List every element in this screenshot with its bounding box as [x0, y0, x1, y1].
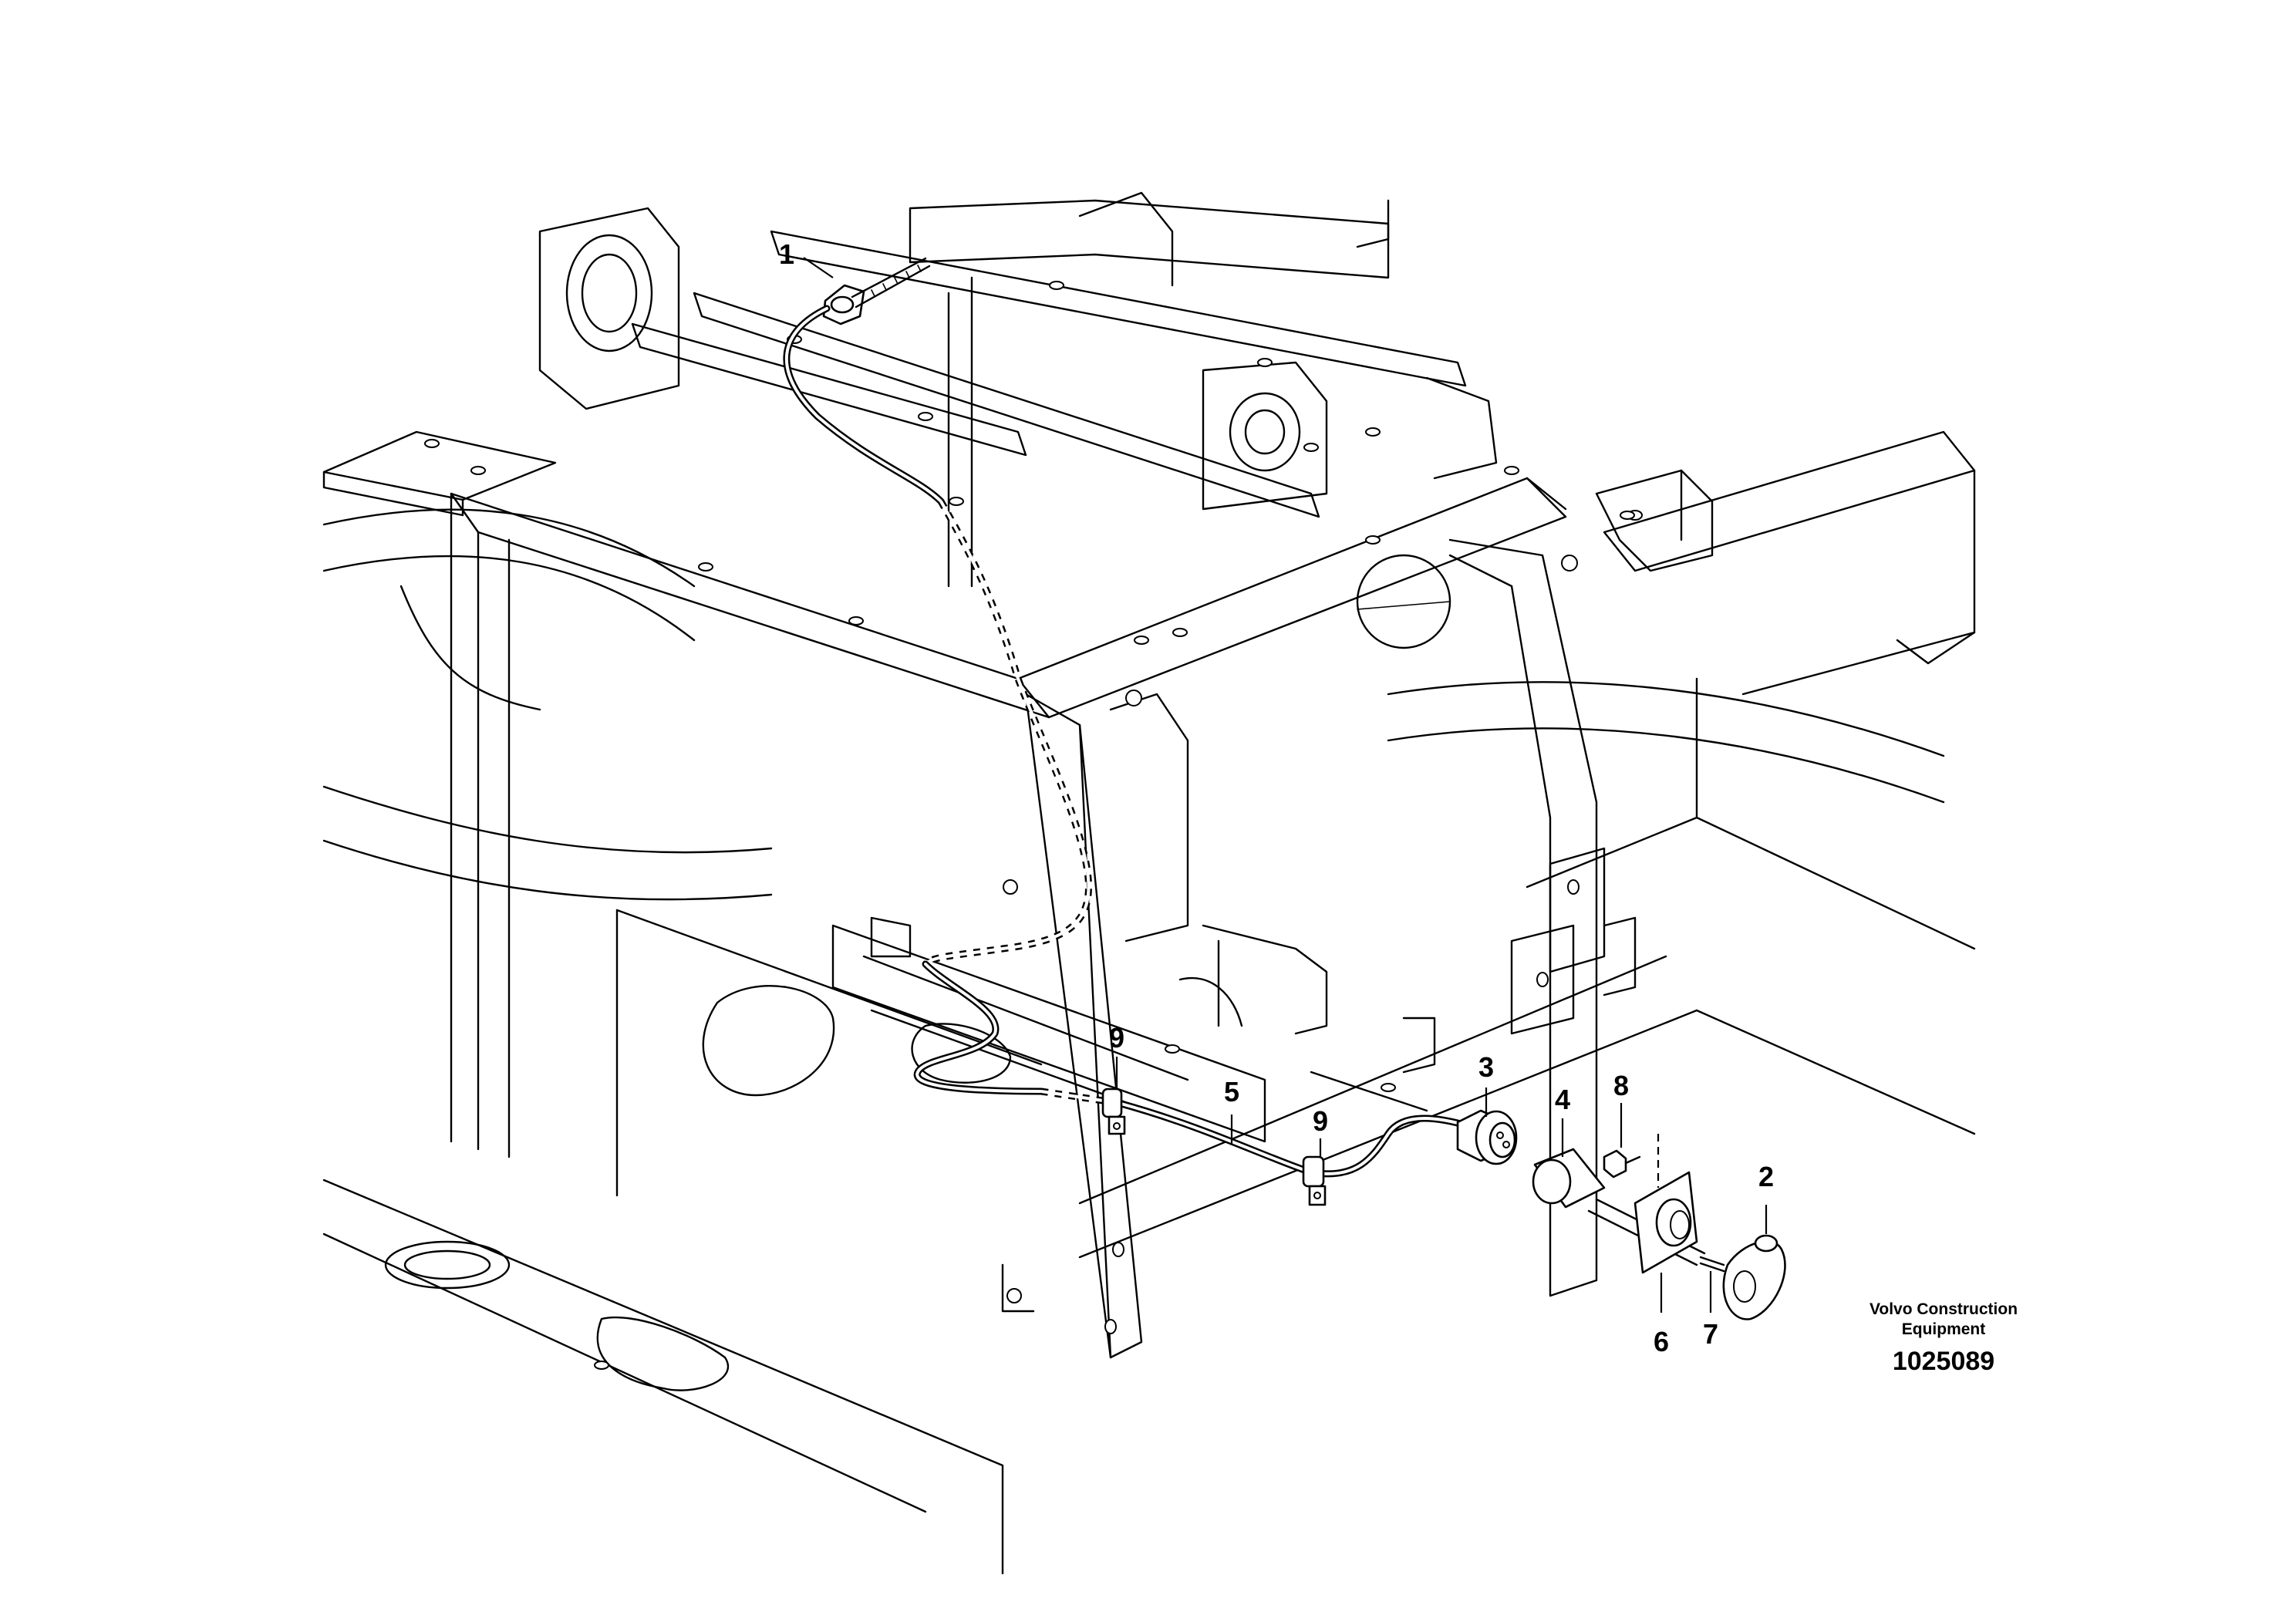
part-9-cable-clamp-right [1302, 1155, 1327, 1206]
callout-9b-label: 9 [1313, 1105, 1328, 1137]
part-7-pin [1699, 1256, 1725, 1273]
callout-8: 8 [1613, 1070, 1629, 1148]
callout-5: 5 [1224, 1076, 1239, 1145]
part-6-bracket-plate [1633, 1171, 1698, 1274]
callout-4-label: 4 [1555, 1084, 1570, 1115]
callout-3: 3 [1478, 1051, 1494, 1117]
callout-4: 4 [1555, 1084, 1570, 1157]
callout-8-label: 8 [1613, 1070, 1629, 1101]
callout-9-right: 9 [1313, 1105, 1328, 1157]
callout-1-label: 1 [779, 238, 794, 270]
callout-5-label: 5 [1224, 1076, 1239, 1108]
callout-6: 6 [1654, 1273, 1669, 1357]
callouts: 1 2 3 4 5 6 7 8 [779, 238, 1774, 1357]
part-5-cable-harness [783, 305, 1473, 1178]
brand-line-2: Equipment [1902, 1320, 1986, 1338]
callout-9a-label: 9 [1109, 1022, 1124, 1054]
callout-2-label: 2 [1758, 1161, 1774, 1192]
callout-7-label: 7 [1703, 1318, 1718, 1350]
callout-7: 7 [1703, 1271, 1718, 1350]
brand-line-1: Volvo Construction [1870, 1300, 2018, 1318]
machine-frame [322, 191, 1976, 1575]
part-9-cable-clamp-left [1101, 1088, 1126, 1135]
callout-3-label: 3 [1478, 1051, 1494, 1083]
drawing-number: 1025089 [1893, 1347, 1994, 1376]
callout-9-left: 9 [1109, 1022, 1124, 1089]
part-3-connector [1456, 1109, 1518, 1165]
part-1-heater-element [822, 257, 931, 325]
callout-2: 2 [1758, 1161, 1774, 1234]
callout-6-label: 6 [1654, 1326, 1669, 1357]
callout-1: 1 [779, 238, 834, 278]
title-block: Volvo Construction Equipment 1025089 [1870, 1300, 2018, 1376]
part-2-cap [1722, 1234, 1786, 1320]
frame-bolt-holes [424, 281, 1635, 1370]
part-8-screw [1603, 1134, 1660, 1188]
